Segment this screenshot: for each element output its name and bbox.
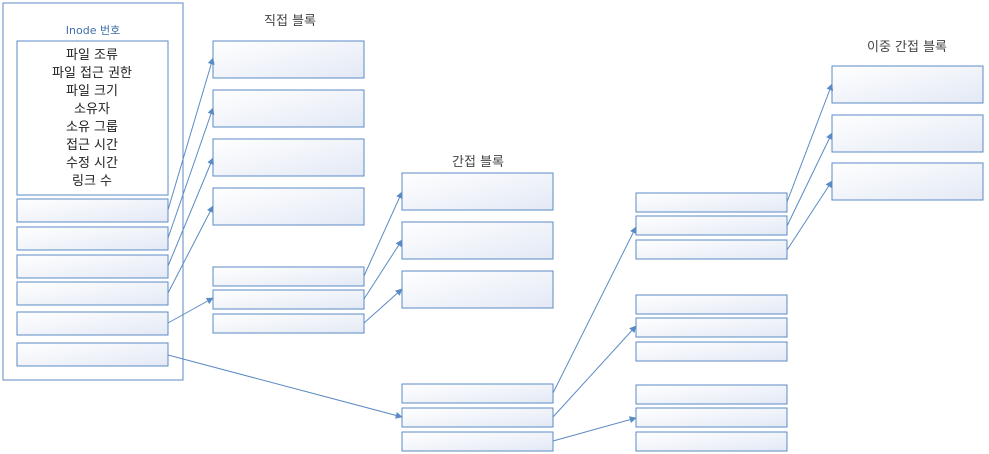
indirect-data-blocks <box>401 172 554 309</box>
inode-attribute-permissions: 파일 접근 권한 <box>52 66 132 81</box>
inode-attribute-owner: 소유자 <box>74 102 110 117</box>
direct-block <box>212 187 365 226</box>
arrow <box>552 325 637 418</box>
indirect-blocks-title: 간접 블록 <box>452 155 504 170</box>
arrow <box>786 83 834 203</box>
inode-pointer-slot <box>16 281 169 306</box>
arrow <box>167 57 215 211</box>
arrow <box>552 416 637 442</box>
pointer-slot <box>635 384 788 405</box>
double-indirect-data-block <box>831 65 984 104</box>
direct-blocks-title: 직접 블록 <box>264 14 316 29</box>
direct-blocks <box>212 40 365 226</box>
pointer-slot <box>212 289 365 310</box>
arrow <box>167 107 215 239</box>
pointer-slot <box>635 239 788 260</box>
double-indirect-data-block <box>831 114 984 153</box>
direct-block <box>212 89 365 128</box>
indirect-data-block <box>401 270 554 309</box>
inode-attribute-link-count: 링크 수 <box>72 174 112 189</box>
inode-pointer-slot <box>16 226 169 251</box>
arrow <box>363 191 403 277</box>
second-level-pointer-block <box>635 384 788 452</box>
second-level-pointer-block <box>635 294 788 362</box>
arrow <box>552 226 637 394</box>
inode-pointer-slot <box>16 254 169 279</box>
inode-attribute-access-time: 접근 시간 <box>66 138 118 153</box>
double-indirect-data-block <box>831 162 984 201</box>
inode-attribute-modify-time: 수정 시간 <box>66 156 118 171</box>
pointer-arrows <box>167 57 834 442</box>
pointer-slot <box>401 431 554 452</box>
direct-block <box>212 138 365 177</box>
double-indirect-data-blocks <box>831 65 984 201</box>
direct-block <box>212 40 365 79</box>
pointer-slot <box>635 431 788 452</box>
pointer-slot <box>635 341 788 362</box>
arrow <box>167 205 214 294</box>
pointer-slot <box>212 266 365 287</box>
double-indirect-pointer-block <box>401 383 554 452</box>
pointer-slot <box>401 383 554 404</box>
pointer-slot <box>401 407 554 428</box>
second-level-pointer-block <box>635 192 788 260</box>
double-indirect-blocks-title: 이중 간접 블록 <box>867 40 947 55</box>
pointer-slot <box>212 313 365 334</box>
arrow <box>167 297 214 324</box>
pointer-slot <box>635 294 788 315</box>
pointer-slot <box>635 317 788 338</box>
arrow <box>363 239 403 300</box>
pointer-slot <box>635 407 788 428</box>
inode-pointer-slot <box>16 198 169 223</box>
arrow <box>167 354 403 419</box>
arrow <box>363 288 403 324</box>
arrow <box>167 157 214 267</box>
single-indirect-pointer-block <box>212 266 365 334</box>
inode-attributes-box <box>16 40 169 196</box>
inode-pointer-slots <box>16 198 169 367</box>
indirect-data-block <box>401 221 554 260</box>
inode-pointer-slot <box>16 311 169 336</box>
inode-title: Inode 번호 <box>66 24 120 37</box>
arrow <box>786 132 833 227</box>
indirect-data-block <box>401 172 554 211</box>
inode-attribute-group: 소유 그룹 <box>66 120 118 135</box>
inode-attribute-size: 파일 크기 <box>66 84 118 99</box>
arrow <box>786 180 833 251</box>
pointer-slot <box>635 215 788 236</box>
inode-attribute-file-type: 파일 조류 <box>66 48 118 63</box>
pointer-slot <box>635 192 788 213</box>
inode-pointer-slot <box>16 342 169 367</box>
